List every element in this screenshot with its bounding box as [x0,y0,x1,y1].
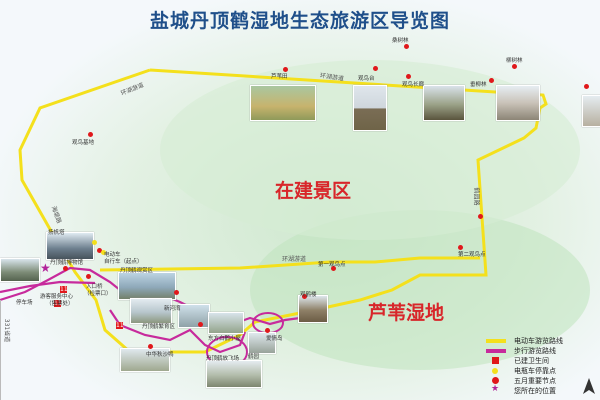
photo-museum [46,232,94,260]
photo-crane-birds [130,298,172,324]
label-guanniao-top: 观鸟长廊 [402,82,425,88]
photo-visitor [0,258,40,282]
label-dongfang: 东方白鹳小屋 [208,336,242,342]
walk-route-spur [0,280,96,294]
legend-row-location: ★ 您所在的位置 [482,384,600,397]
legend-label-walk: 步行游览路线 [514,347,556,355]
legend-star-icon: ★ [491,384,500,394]
label-chuishu: 垂柳林 [470,82,487,88]
marker-dongfang [198,322,203,327]
label-flying: 丹顶鹤放飞场 [206,356,240,362]
label-second-niao: 第二观鸟点 [458,252,486,258]
label-guan-he: 观鹤楼 [300,292,317,298]
label-left-zone: 观鸟基地 [72,140,95,146]
legend-label-toilet: 已建卫生间 [514,357,549,365]
zone-label-reed: 芦苇湿地 [368,302,445,324]
marker-cloud [512,64,517,69]
label-entry: 入口桥 [86,284,103,290]
road-label-highway: 331省道 [3,318,11,343]
marker-entry-2 [86,274,91,279]
label-sanglin: 桑树林 [392,38,409,44]
label-museum: 丹顶鹤博物馆 [50,260,84,266]
label-zhihuacheng: 芦苇田 [271,74,288,80]
label-parking: 停车场 [16,300,33,306]
marker-edge [584,84,589,89]
wetland-patch [250,210,590,370]
label-entry-sub: （检票口） [84,291,112,297]
photo-dongfang [208,312,244,334]
north-arrow-icon [582,378,596,396]
toilet-1: 11 [60,286,68,293]
legend-label-ecar: 电瓶车停靠点 [514,367,556,375]
marker-zhong [148,344,153,349]
zone-label-construction: 在建景区 [275,180,352,202]
legend-yellow-line-icon [486,339,506,343]
photo-zhong-bird [120,348,170,372]
photo-heyuan [248,332,276,354]
label-top-left: 扬帆塔 [48,230,65,236]
photo-watch-tower [353,85,387,131]
label-zhong-bird: 中华秋沙鸭 [146,352,174,358]
road-label-right: 鹤园路 [472,187,480,206]
legend-row-node: 五月重要节点 [482,376,600,387]
toilet-3: 11 [54,300,62,307]
ecar-stop-2 [101,250,106,255]
map-title: 盐城丹顶鹤湿地生态旅游区导览图 [149,10,450,32]
label-cloud: 柳树林 [506,58,523,64]
legend-label-electric: 电动车游览路线 [514,337,563,345]
label-first-niao: 第一观鸟点 [318,262,346,268]
label-visitor-sub: （售票处） [46,301,74,307]
legend-yellow-dot-icon [492,368,498,374]
legend-row-toilet: 已建卫生间 [482,356,600,367]
legend-toilet-icon [492,357,499,364]
map-legend: 电动车游览路线 步行游览路线 已建卫生间 电瓶车停靠点 五月重要节点 ★ 您所在… [482,336,600,400]
photo-edge [582,95,600,127]
label-aiqing: 爱情岛 [266,336,283,342]
legend-label-location: 您所在的位置 [514,387,556,395]
photo-willow-forest [496,85,540,121]
marker-guanniao-top [406,74,411,79]
photo-reed-field [250,85,316,121]
marker-zhihuacheng [283,67,288,72]
marker-chuishu [489,78,494,83]
label-bike: 自行车（起点） [104,259,143,265]
photo-bird-corridor [423,85,465,121]
legend-red-dot-icon [492,377,499,384]
marker-sanglin [404,44,409,49]
marker-guanhe [302,294,307,299]
ecar-stop-1 [92,240,97,245]
label-xinhe: 新河湾 [164,306,181,312]
marker-second-niao [458,245,463,250]
walk-route-loop [109,309,247,354]
photo-guanhe [298,295,328,323]
label-bird-park: 丹顶鹤观赏区 [120,268,154,274]
legend-row-electric: 电动车游览路线 [482,336,600,347]
electric-route-inner [99,256,480,272]
marker-aiqing [265,328,270,333]
legend-label-node: 五月重要节点 [514,377,556,385]
marker-entry [63,266,68,271]
photo-crane-area [118,272,176,300]
label-heyuan: 鹤园 [248,354,260,360]
marker-xinhe [174,290,179,295]
photo-flying [206,360,262,388]
label-yuan: 丹顶鹤繁育区 [142,324,176,330]
legend-row-ecar: 电瓶车停靠点 [482,366,600,377]
legend-row-walk: 步行游览路线 [482,346,600,357]
label-visitor: 游客服务中心 [40,294,74,300]
marker-left-zone [88,132,93,137]
toilet-2: 11 [116,322,124,329]
marker-right-road [478,214,483,219]
road-label-bottom: 环湖游道 [282,256,307,263]
marker-guanniao [373,66,378,71]
label-guanniao: 观鸟台 [358,76,375,82]
photo-xinhe [178,304,210,328]
marker-first-niao [331,266,336,271]
marker-electric [97,248,102,253]
you-are-here-star: ★ [40,261,51,275]
label-electric: 电动车 [104,252,121,258]
legend-magenta-line-icon [486,349,506,353]
